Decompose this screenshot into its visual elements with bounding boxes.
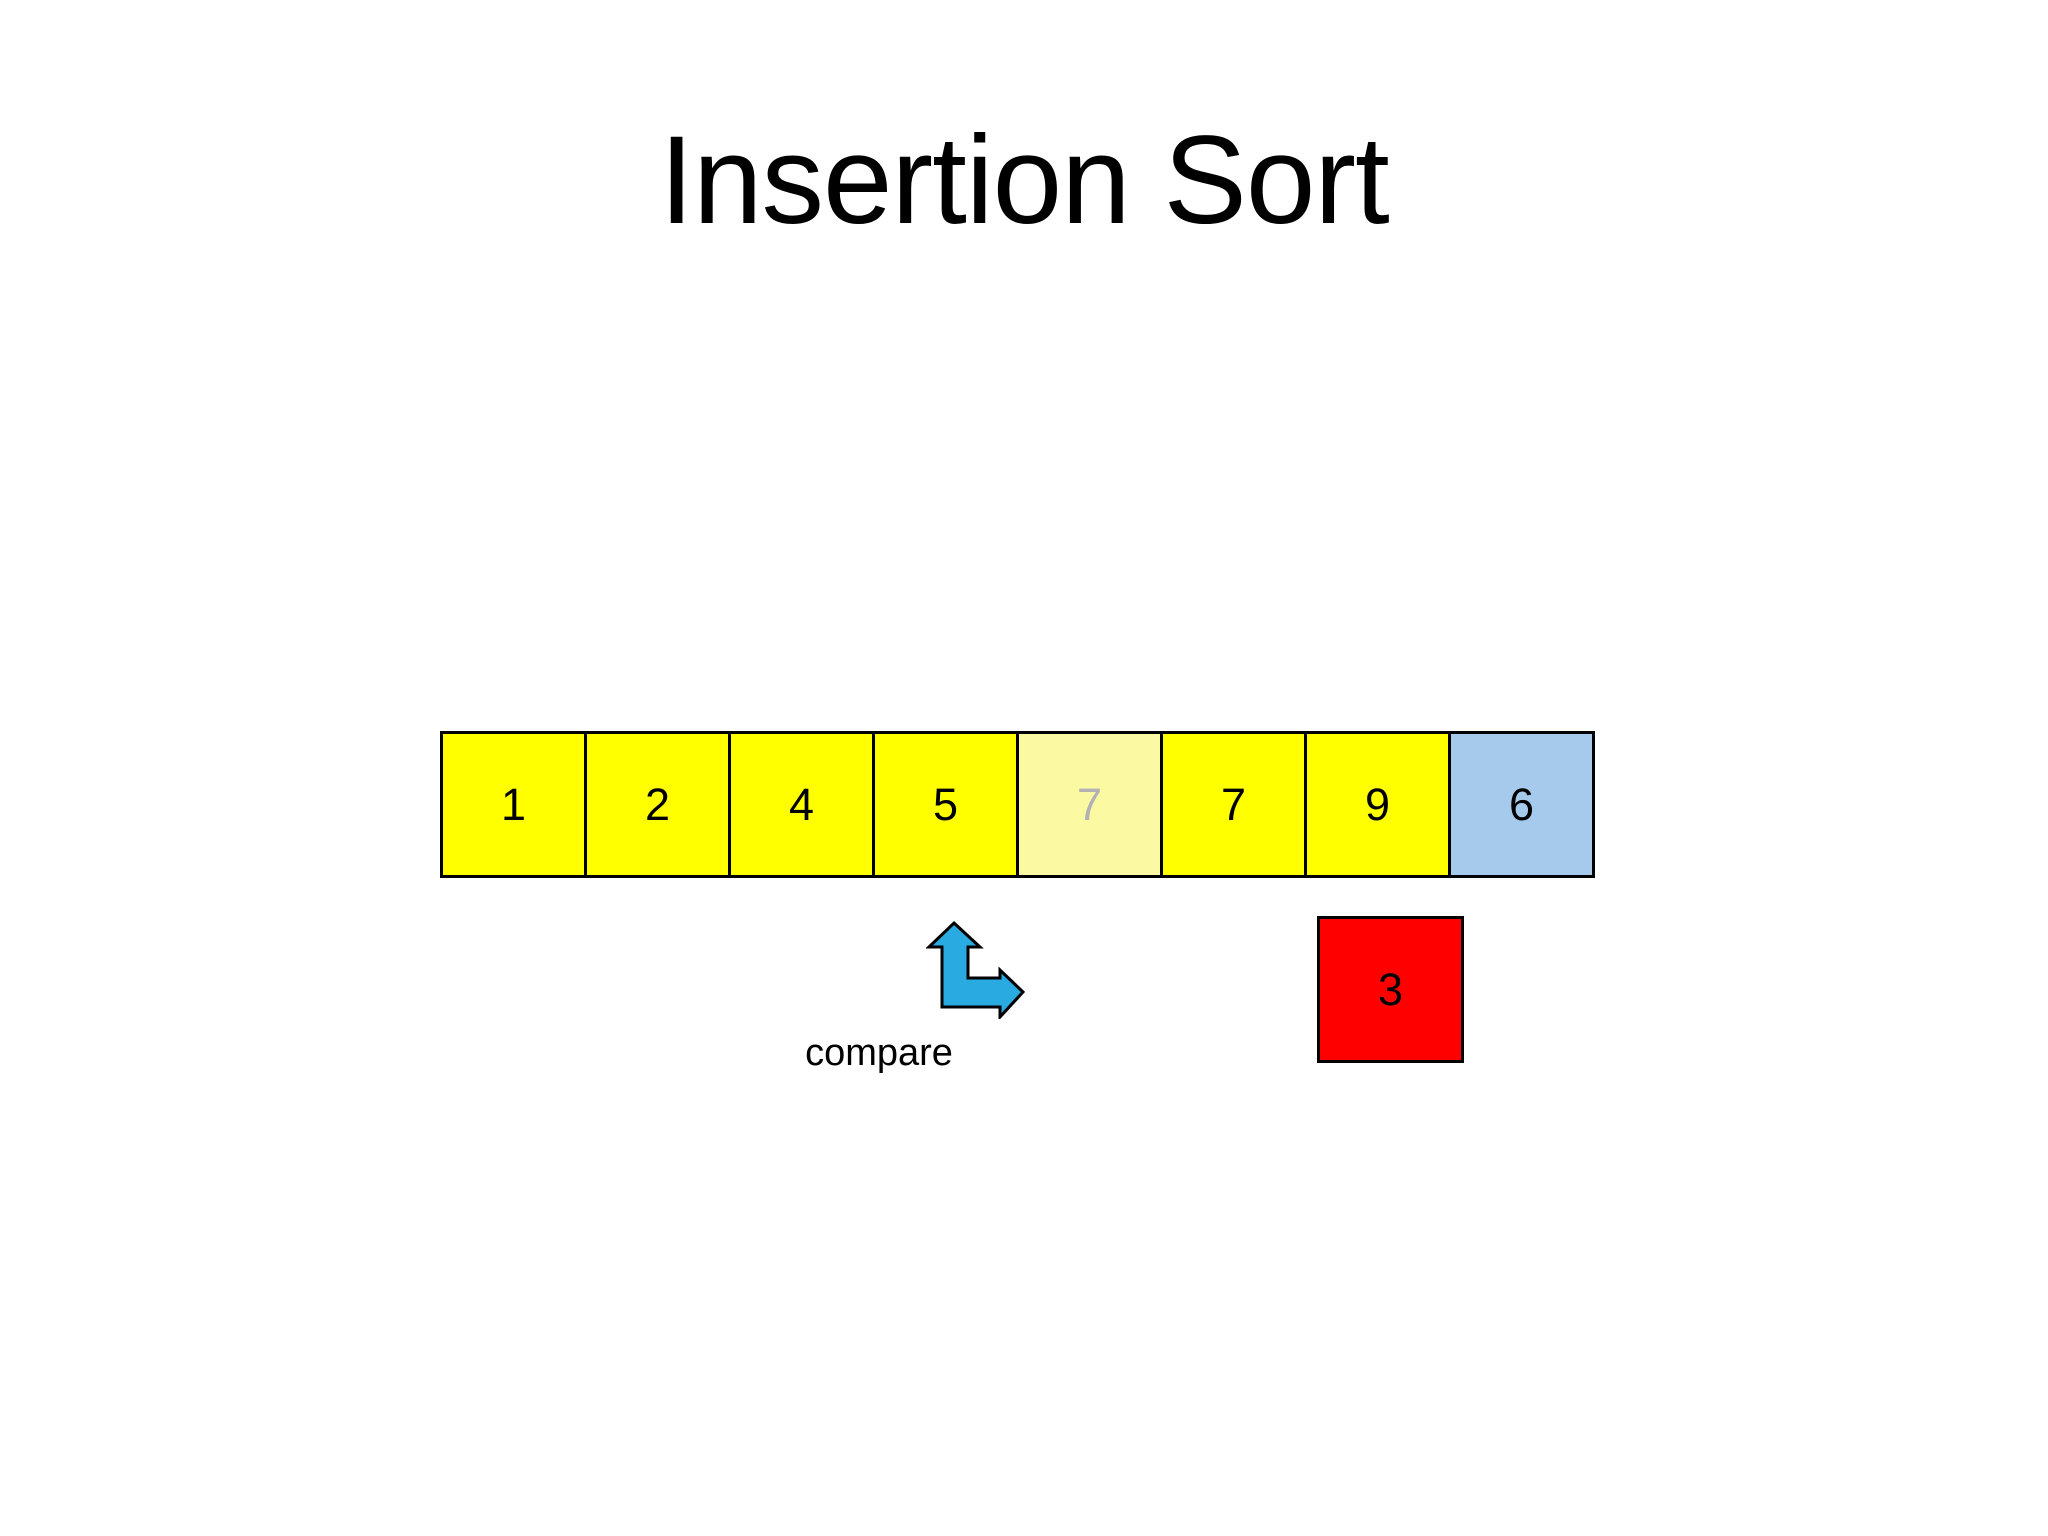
array-cell: 4: [728, 731, 875, 878]
array-cell: 9: [1304, 731, 1451, 878]
array-cell: 2: [584, 731, 731, 878]
key-cell: 3: [1317, 916, 1464, 1063]
page-title: Insertion Sort: [659, 111, 1389, 250]
array-cell: 1: [440, 731, 587, 878]
array-cell-shadow: 7: [1016, 731, 1163, 878]
array-cell: 7: [1160, 731, 1307, 878]
compare-label: compare: [805, 1032, 953, 1074]
array-cell-next: 6: [1448, 731, 1595, 878]
array-cell: 5: [872, 731, 1019, 878]
array-row: 1 2 4 5 7 7 9 6: [440, 731, 1595, 878]
bent-up-right-arrow-icon: [926, 920, 1026, 1019]
